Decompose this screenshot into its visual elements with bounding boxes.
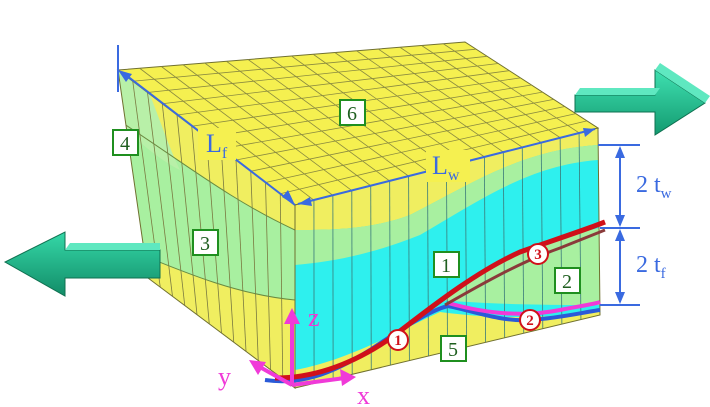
axis-label-x: x bbox=[357, 381, 370, 407]
svg-text:Lw: Lw bbox=[432, 151, 460, 184]
svg-text:3: 3 bbox=[534, 247, 542, 263]
path-marker-1: 1 bbox=[387, 329, 409, 351]
svg-text:1: 1 bbox=[441, 255, 451, 277]
path-red bbox=[274, 219, 606, 381]
axis-label-y: y bbox=[218, 362, 231, 391]
path-marker-2: 2 bbox=[519, 309, 541, 331]
path-brown bbox=[444, 228, 606, 307]
right-force-arrow-icon bbox=[574, 63, 710, 136]
paths bbox=[264, 219, 606, 384]
region-label-3: 3 bbox=[192, 229, 219, 256]
dimension-label-lf: Lf bbox=[198, 128, 236, 162]
svg-text:2: 2 bbox=[526, 313, 534, 329]
svg-text:2 tf: 2 tf bbox=[636, 252, 666, 282]
svg-text:2: 2 bbox=[562, 271, 572, 293]
path-magenta bbox=[447, 300, 601, 316]
left-force-arrow-icon bbox=[3, 231, 161, 297]
region-label-1: 1 bbox=[433, 251, 460, 278]
axes: z y x bbox=[218, 303, 370, 407]
dimension-label-tw: 2 tw bbox=[636, 172, 672, 202]
svg-text:2 tw: 2 tw bbox=[636, 172, 672, 202]
region-label-4: 4 bbox=[112, 129, 139, 156]
svg-text:6: 6 bbox=[347, 103, 357, 125]
svg-text:Lf: Lf bbox=[206, 129, 228, 162]
region-label-2: 2 bbox=[554, 267, 581, 294]
svg-text:4: 4 bbox=[120, 133, 130, 155]
svg-text:1: 1 bbox=[394, 333, 402, 349]
dimension-label-tf: 2 tf bbox=[636, 252, 666, 282]
axis-label-z: z bbox=[308, 303, 320, 332]
dimension-label-lw: Lw bbox=[426, 150, 470, 184]
svg-text:3: 3 bbox=[200, 233, 210, 255]
path-marker-3: 3 bbox=[527, 243, 549, 265]
region-label-6: 6 bbox=[339, 99, 366, 126]
region-label-5: 5 bbox=[440, 335, 467, 362]
svg-text:5: 5 bbox=[448, 339, 458, 361]
